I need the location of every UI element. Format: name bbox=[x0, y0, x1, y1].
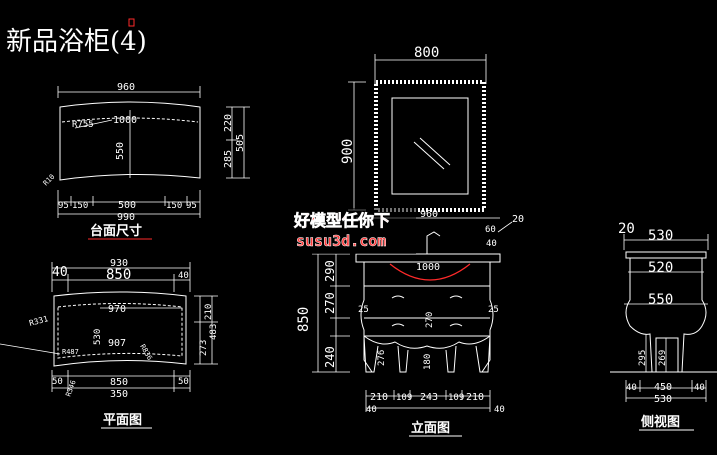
dim-front-960: 960 bbox=[420, 209, 438, 220]
dim-220: 220 bbox=[223, 114, 234, 132]
dim-970: 970 bbox=[108, 304, 126, 315]
dim-front-1000: 1000 bbox=[416, 262, 440, 273]
dim-270-center: 270 bbox=[425, 312, 435, 328]
dim-276: 276 bbox=[377, 350, 387, 366]
dim-500: 500 bbox=[118, 200, 136, 211]
dim-mirror-900: 900 bbox=[340, 139, 356, 164]
dim-295: 295 bbox=[638, 350, 648, 366]
dim-40-bottom-left: 40 bbox=[366, 405, 377, 415]
dim-930: 930 bbox=[110, 258, 128, 269]
watermark: 好模型任你下 susu3d.com bbox=[292, 208, 416, 254]
dim-40-side-right: 40 bbox=[694, 383, 705, 393]
dim-990: 990 bbox=[117, 212, 135, 223]
caption-side: 侧视图 bbox=[641, 414, 680, 430]
dim-r20-front: 20 bbox=[512, 214, 524, 225]
dim-40-front: 40 bbox=[486, 239, 497, 249]
dim-95-left: 95 bbox=[58, 201, 69, 211]
dim-mirror-800: 800 bbox=[414, 45, 439, 61]
page-title: 新品浴柜(4) bbox=[6, 27, 147, 57]
dim-50-right: 50 bbox=[178, 377, 189, 387]
dim-530: 530 bbox=[93, 329, 103, 345]
dim-210-right: 210 bbox=[466, 392, 484, 403]
caption-elevation: 立面图 bbox=[411, 420, 450, 436]
dim-r755: R755 bbox=[72, 120, 94, 130]
dim-r10: R10 bbox=[42, 173, 57, 188]
mirror-frame bbox=[374, 80, 486, 212]
watermark-line1: 好模型任你下 bbox=[293, 211, 390, 230]
dim-550: 550 bbox=[115, 142, 126, 160]
dim-40-right: 40 bbox=[178, 271, 189, 281]
dim-850: 850 bbox=[106, 267, 131, 283]
dim-350: 350 bbox=[110, 389, 128, 400]
dim-285: 285 bbox=[223, 150, 234, 168]
dim-960: 960 bbox=[117, 82, 135, 93]
dim-210: 210 bbox=[204, 304, 214, 320]
dim-210-left: 210 bbox=[370, 392, 388, 403]
dim-550-side: 550 bbox=[648, 292, 673, 308]
dim-269: 269 bbox=[658, 350, 668, 366]
dim-505: 505 bbox=[235, 134, 246, 152]
dim-483: 483 bbox=[209, 324, 219, 340]
dim-530-side: 530 bbox=[648, 228, 673, 244]
watermark-line2: susu3d.com bbox=[296, 232, 386, 250]
dim-1000: 1000 bbox=[113, 115, 137, 126]
mirror-glass bbox=[391, 97, 469, 195]
dim-109-right: 109 bbox=[448, 393, 464, 403]
dim-r20-side: 20 bbox=[618, 221, 635, 237]
dim-907: 907 bbox=[108, 338, 126, 349]
dim-109-left: 109 bbox=[396, 393, 412, 403]
red-marker bbox=[128, 18, 135, 27]
side-view: 20 530 520 550 295 269 40 450 40 530 侧视图 bbox=[610, 221, 717, 431]
dim-60: 60 bbox=[485, 225, 496, 235]
countertop-view: 960 R755 1000 550 R10 220 285 505 95 150… bbox=[42, 82, 250, 240]
dim-290: 290 bbox=[323, 260, 337, 282]
dim-273: 273 bbox=[199, 340, 209, 356]
dim-240: 240 bbox=[323, 346, 337, 368]
dim-r331: R331 bbox=[28, 314, 49, 328]
dim-r836: R836 bbox=[138, 343, 153, 362]
dim-50-left: 50 bbox=[52, 377, 63, 387]
dim-95-right: 95 bbox=[186, 201, 197, 211]
dim-150-left: 150 bbox=[72, 201, 88, 211]
dim-520: 520 bbox=[648, 260, 673, 276]
dim-180: 180 bbox=[423, 354, 433, 370]
dim-850-height: 850 bbox=[296, 307, 312, 332]
plan-view: 930 850 40 40 970 R331 530 907 R487 R836… bbox=[0, 258, 219, 429]
dim-r487: R487 bbox=[62, 348, 79, 356]
dim-450: 450 bbox=[654, 382, 672, 393]
dim-270: 270 bbox=[323, 292, 337, 314]
dim-25-left: 25 bbox=[358, 305, 369, 315]
dim-40-bottom-right: 40 bbox=[494, 405, 505, 415]
dim-530-side-bottom: 530 bbox=[654, 394, 672, 405]
dim-25-right: 25 bbox=[488, 305, 499, 315]
dim-40-left: 40 bbox=[52, 265, 68, 280]
dim-243: 243 bbox=[420, 392, 438, 403]
caption-plan: 平面图 bbox=[103, 413, 142, 428]
dim-40-side-left: 40 bbox=[626, 383, 637, 393]
caption-countertop: 台面尺寸 bbox=[90, 223, 142, 239]
dim-150-right: 150 bbox=[166, 201, 182, 211]
dim-850-bottom: 850 bbox=[110, 377, 128, 388]
